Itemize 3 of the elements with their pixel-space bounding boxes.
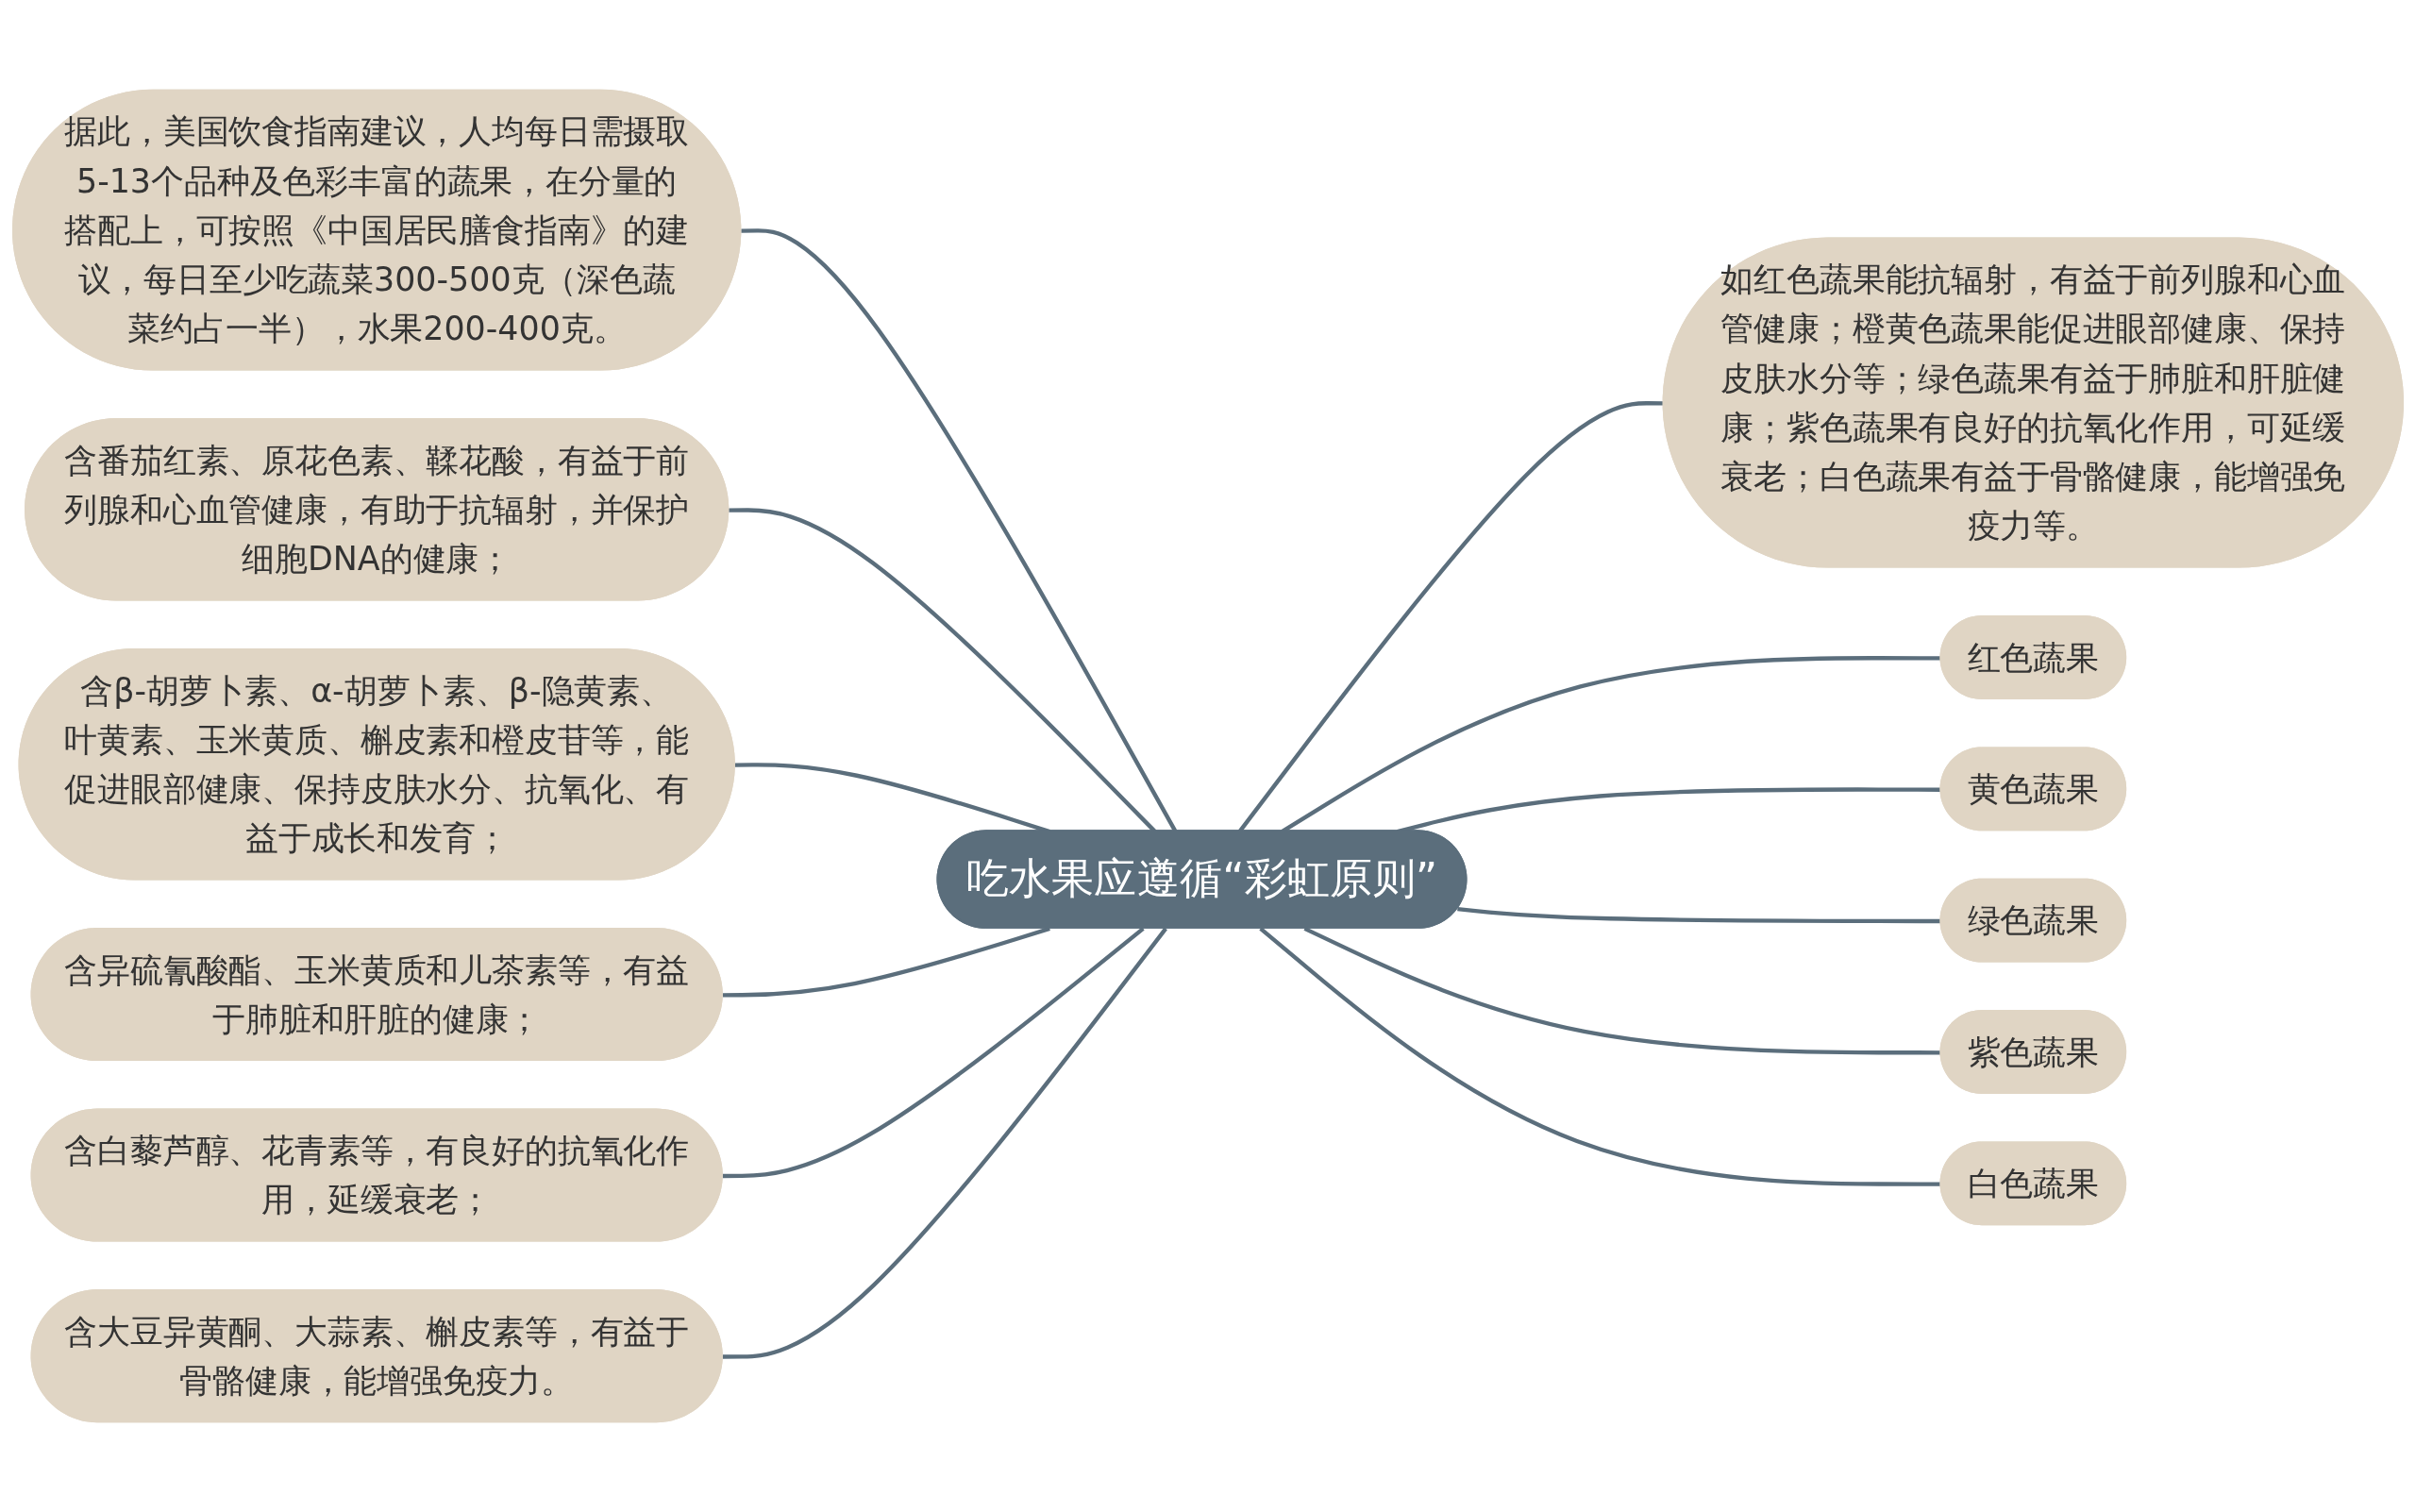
connector: [722, 927, 1167, 1359]
connector: [722, 927, 1145, 1179]
connector: [722, 926, 1050, 998]
